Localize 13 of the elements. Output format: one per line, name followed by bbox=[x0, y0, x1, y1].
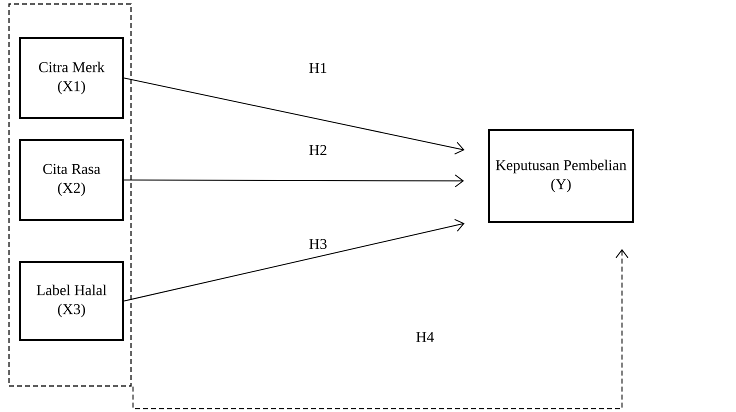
arrow bbox=[124, 218, 465, 302]
arrow bbox=[132, 249, 628, 410]
edge-label: H1 bbox=[308, 62, 328, 74]
variable-box: Cita Rasa (X2) bbox=[19, 139, 124, 221]
variable-box: Keputusan Pembelian (Y) bbox=[488, 129, 634, 223]
edge-label: H4 bbox=[414, 331, 436, 343]
arrow bbox=[124, 78, 465, 155]
variable-box: Label Halal (X3) bbox=[19, 261, 124, 341]
group-box bbox=[8, 3, 132, 387]
variable-box: Citra Merk (X1) bbox=[19, 37, 124, 119]
edge-label: H2 bbox=[308, 144, 328, 156]
edge-label: H3 bbox=[308, 238, 328, 250]
arrow bbox=[124, 174, 464, 188]
